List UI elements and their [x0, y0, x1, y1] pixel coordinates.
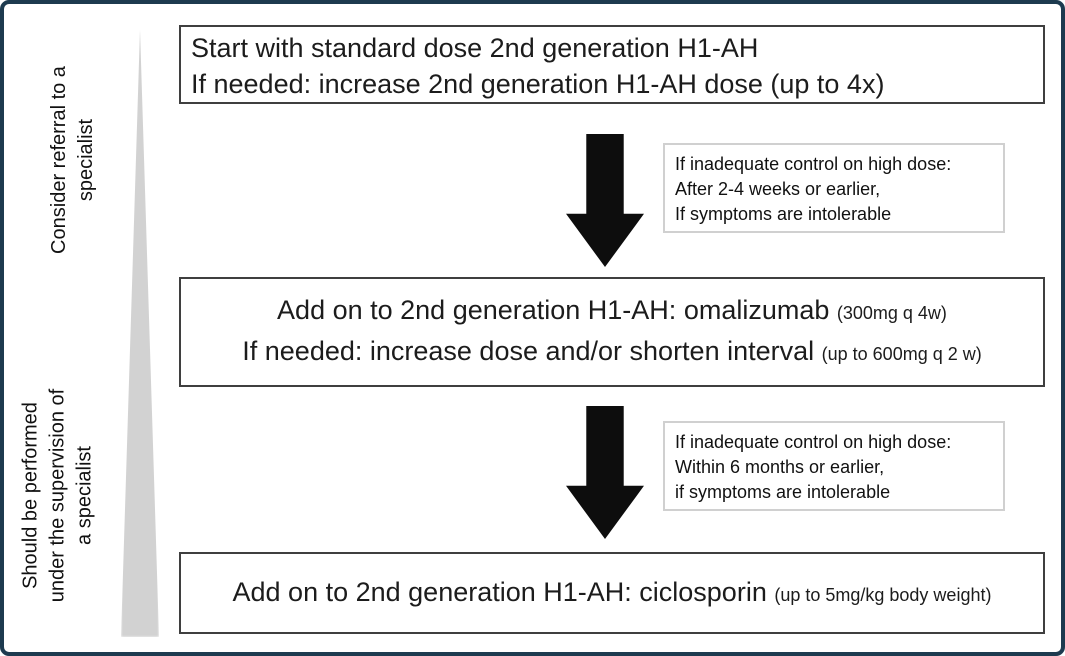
note2-line3: if symptoms are intolerable — [675, 482, 891, 502]
note1-line1: If inadequate control on high dose: — [675, 154, 952, 174]
note1-line3: If symptoms are intolerable — [675, 204, 892, 224]
side-label-supervision-line3: a specialist — [73, 446, 96, 545]
side-label-specialist-supervision: Should be performed under the supervisio… — [18, 331, 105, 653]
step1-line1: Start with standard dose 2nd generation … — [191, 33, 759, 63]
step2-line2: If needed: increase dose and/or shorten … — [181, 332, 1043, 373]
side-label-consider-referral: Consider referral to a specialist — [46, 20, 104, 300]
step1-to-step2-note: If inadequate control on high dose: Afte… — [663, 143, 1005, 233]
side-label-supervision-line2: under the supervision of — [46, 388, 69, 603]
escalation-wedge-triangle — [121, 30, 159, 637]
step3-dose: (up to 5mg/kg body weight) — [774, 584, 992, 605]
step1-line2: If needed: increase 2nd generation H1-AH… — [191, 69, 885, 99]
down-arrow-icon-1 — [566, 134, 644, 267]
step2-to-step3-note: If inadequate control on high dose: With… — [663, 421, 1005, 511]
note2-line1: If inadequate control on high dose: — [675, 432, 952, 452]
step2-line1-dose: (300mg q 4w) — [836, 303, 947, 323]
note1-line2: After 2-4 weeks or earlier, — [675, 179, 881, 199]
step2-box: Add on to 2nd generation H1-AH: omalizum… — [179, 277, 1045, 387]
note2-line2: Within 6 months or earlier, — [675, 457, 885, 477]
side-label-supervision-line1: Should be performed — [19, 402, 42, 589]
step2-line1-main: Add on to 2nd generation H1-AH: omalizum… — [277, 295, 837, 325]
step3-line: Add on to 2nd generation H1-AH: ciclospo… — [181, 574, 1043, 613]
step3-box: Add on to 2nd generation H1-AH: ciclospo… — [179, 552, 1045, 634]
step3-main: Add on to 2nd generation H1-AH: ciclospo… — [232, 576, 775, 607]
side-label-consider-referral-line2: specialist — [75, 118, 97, 202]
side-label-consider-referral-line1: Consider referral to a — [48, 66, 70, 254]
step2-line1: Add on to 2nd generation H1-AH: omalizum… — [181, 291, 1043, 332]
step2-line2-dose: (up to 600mg q 2 w) — [821, 344, 982, 364]
step1-box: Start with standard dose 2nd generation … — [179, 25, 1045, 104]
down-arrow-icon-2 — [566, 406, 644, 539]
step2-line2-main: If needed: increase dose and/or shorten … — [242, 336, 822, 366]
